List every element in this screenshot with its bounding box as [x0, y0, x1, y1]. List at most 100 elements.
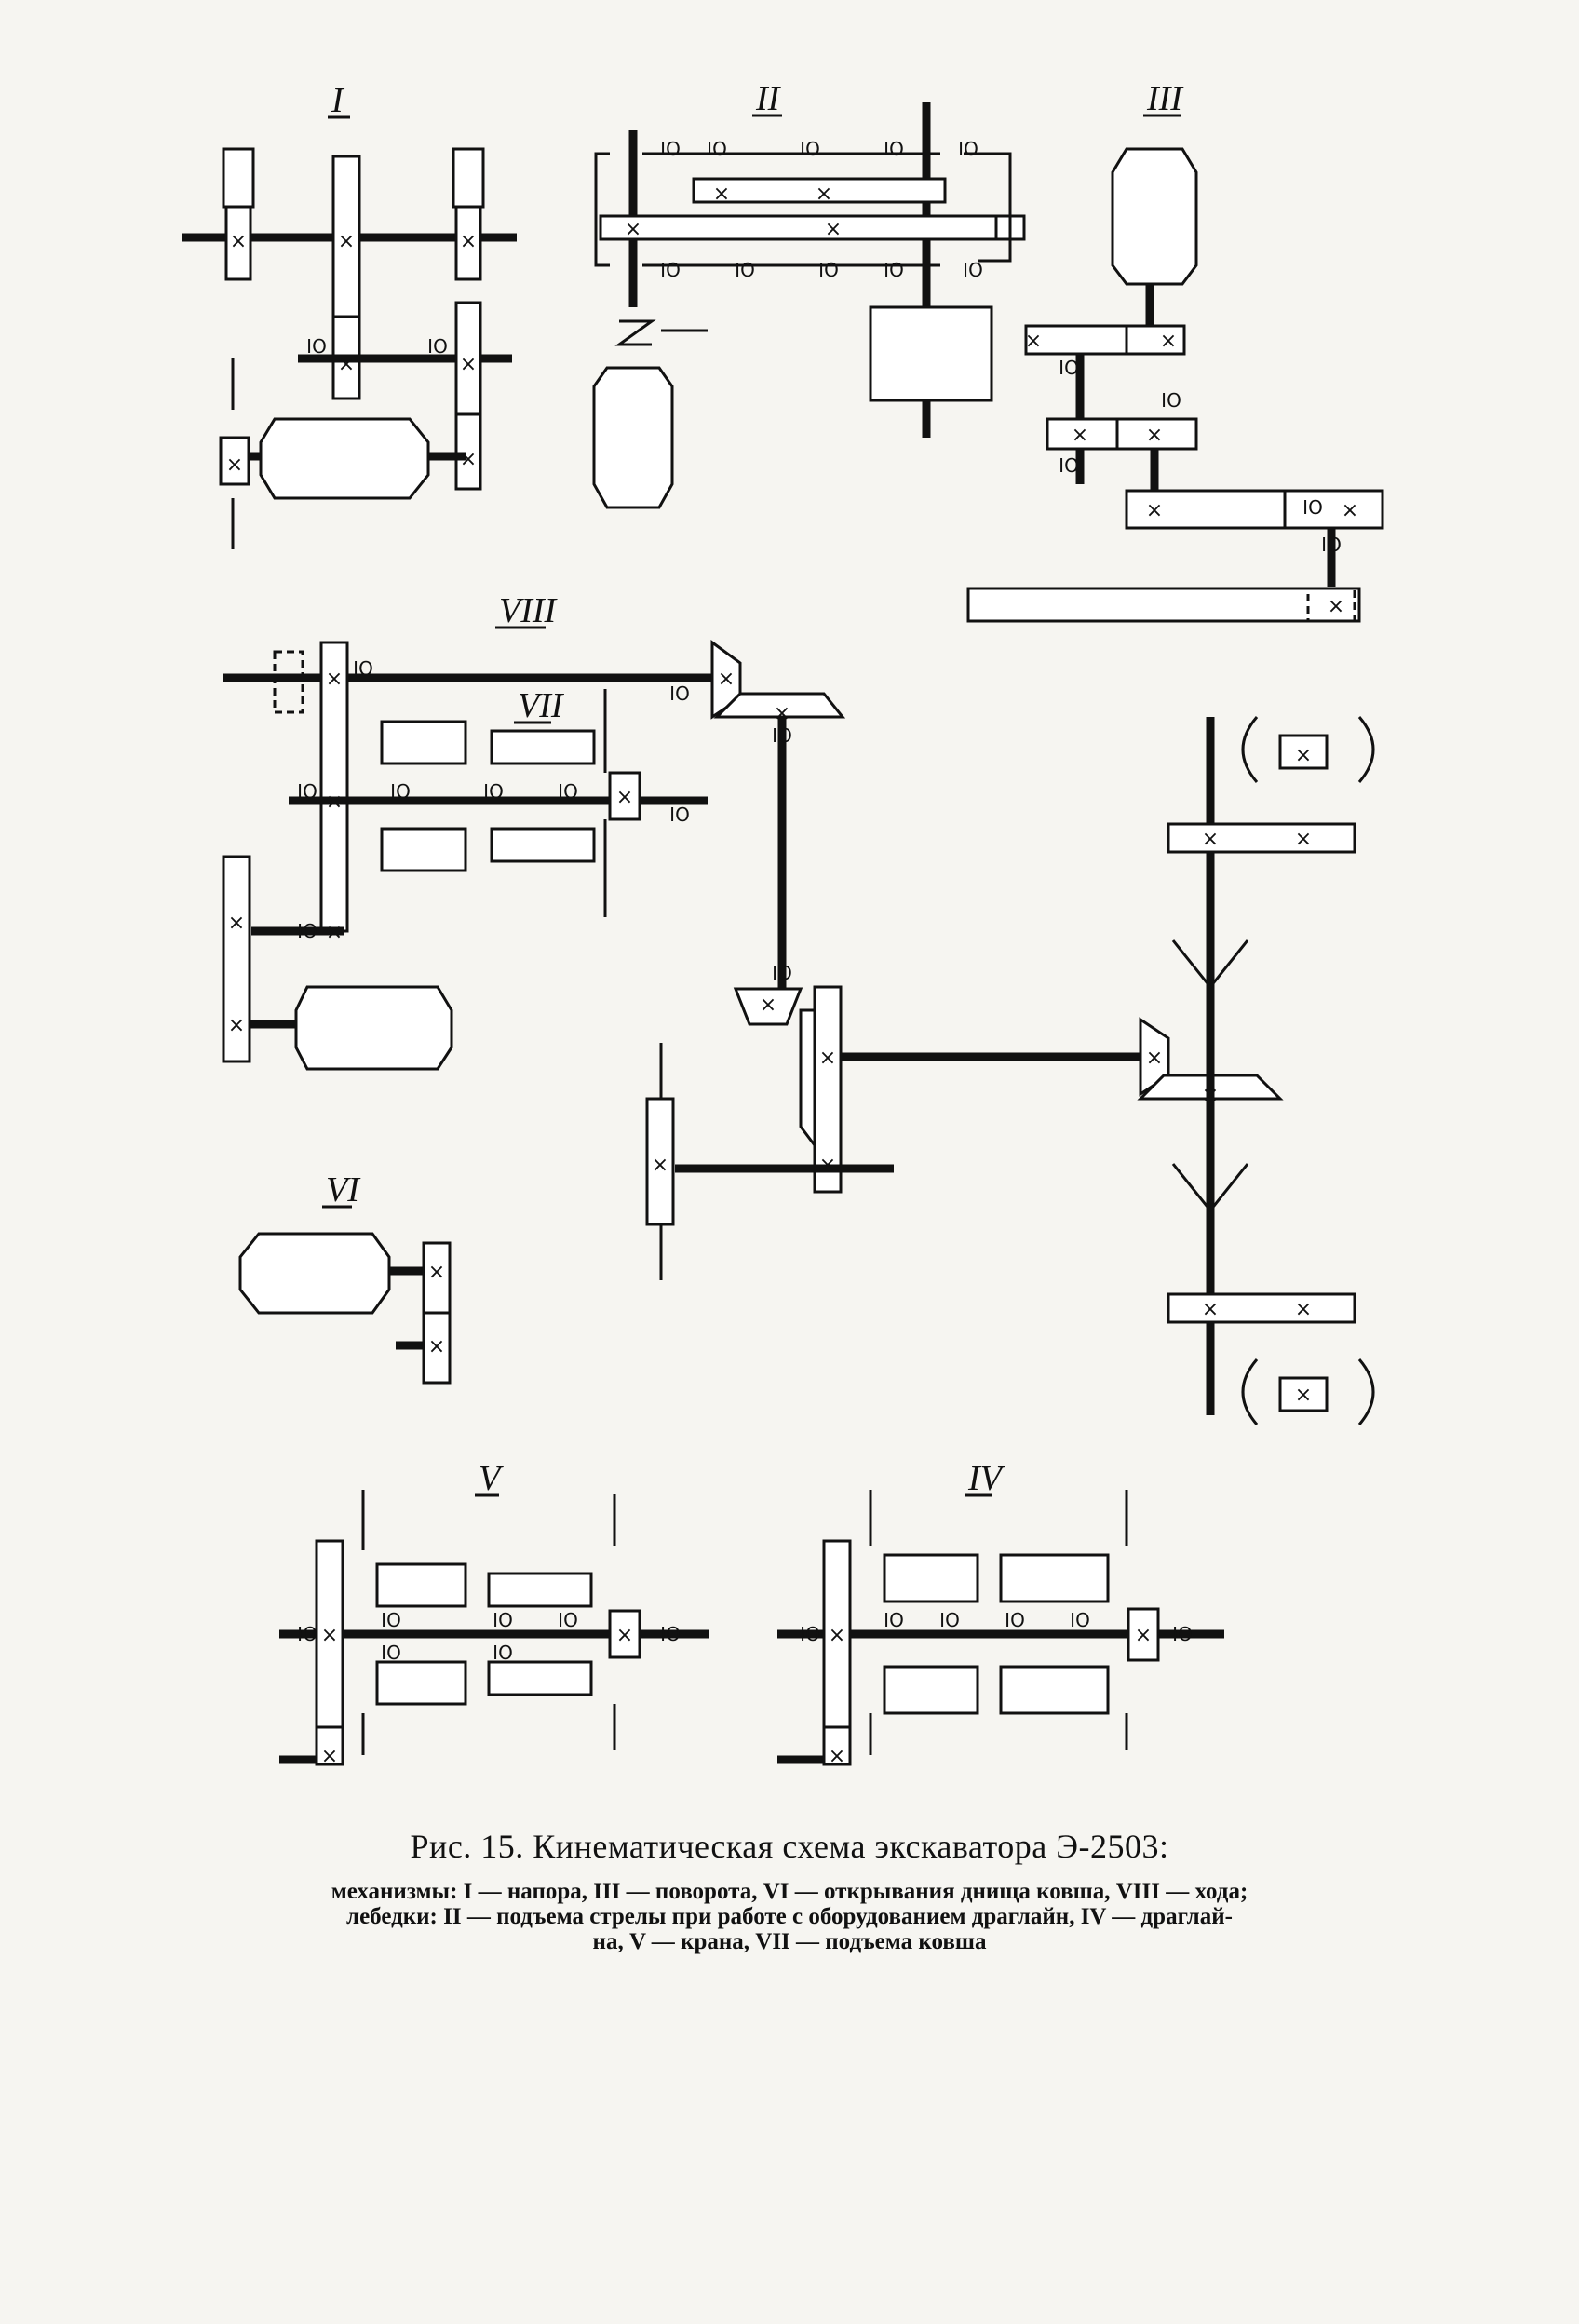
gear-mark: ×	[228, 1014, 245, 1037]
bearing-marks: ІО ІО ІО ІО ІО ІО ІО ІО ІО ІО ІО ІО ІО ІО ІО ІО ІО ІО ІО ІО…	[297, 138, 1342, 1664]
bearing-mark: ІО	[772, 724, 792, 747]
gear-mark: ×	[338, 230, 355, 253]
gear-mark: ×	[625, 218, 641, 241]
bearing-mark: ІО	[297, 920, 317, 942]
gear-mark: ×	[1295, 1384, 1312, 1407]
gear-mark: ×	[760, 993, 776, 1017]
bearing-mark: ІО	[297, 1623, 317, 1645]
gear-mark: ×	[1072, 424, 1088, 447]
bearing-mark: ІО	[493, 1609, 513, 1631]
gear-mark: ×	[321, 1745, 338, 1768]
caption-line-1: механизмы: I — напора, III — поворота, V…	[331, 1879, 1248, 1904]
label-IV: IV	[967, 1459, 1005, 1498]
bearing-mark: ІО	[939, 1609, 960, 1631]
bearing-mark: ІО	[884, 259, 904, 281]
bearing-mark: ІО	[772, 962, 792, 984]
bearing-mark: ІО	[381, 1609, 401, 1631]
gear-mark: ×	[718, 668, 735, 691]
bearing-mark: ІО	[669, 682, 690, 705]
bearing-mark: ІО	[958, 138, 978, 160]
bearing-mark: ІО	[297, 780, 317, 803]
travel-gearbox	[645, 985, 1145, 1280]
label-I: I	[331, 81, 345, 120]
bearing-mark: ІО	[1005, 1609, 1025, 1631]
mechanism-III: III	[966, 79, 1384, 623]
bearing-mark: ІО	[1302, 496, 1323, 519]
gear-mark: ×	[713, 182, 730, 206]
figure-caption: Рис. 15. Кинематическая схема экскаватор…	[0, 1827, 1579, 1954]
gear-mark: ×	[774, 702, 790, 725]
gear-mark: ×	[338, 353, 355, 376]
gear-mark: ×	[226, 453, 243, 477]
gear-mark: ×	[1342, 499, 1358, 522]
gear-mark: ×	[1328, 595, 1344, 618]
bearing-mark: ІО	[669, 804, 690, 826]
gear-mark: ×	[1202, 1084, 1219, 1107]
gear-mark: ×	[819, 1047, 836, 1070]
gear-mark: ×	[321, 1624, 338, 1647]
bearing-mark: ІО	[800, 1623, 820, 1645]
bearing-mark: ІО	[735, 259, 755, 281]
bearing-mark: ІО	[306, 335, 327, 358]
label-VI: VI	[326, 1170, 361, 1209]
bearing-mark: ІО	[1070, 1609, 1090, 1631]
bearing-mark: ІО	[818, 259, 839, 281]
label-III: III	[1146, 79, 1184, 118]
bearing-mark: ІО	[483, 780, 504, 803]
gear-mark: ×	[1295, 1298, 1312, 1321]
gear-mark: ×	[230, 230, 247, 253]
gear-mark: ×	[616, 1624, 633, 1647]
bearing-mark: ІО	[381, 1642, 401, 1664]
mechanism-VII: VII	[380, 686, 641, 917]
mechanism-IV: IV	[777, 1459, 1224, 1766]
bearing-mark: ІО	[353, 657, 373, 680]
gear-mark: ×	[652, 1154, 668, 1177]
label-VIII: VIII	[499, 591, 559, 630]
gear-marks: × × × × × × × × × × × × × × × × × × × × × × × × × × × × × × × × × × × × × × × ×…	[226, 182, 1358, 1768]
label-II: II	[755, 79, 782, 118]
gear-mark: ×	[1160, 330, 1177, 353]
bearing-mark: ІО	[493, 1642, 513, 1664]
bearing-mark: ІО	[390, 780, 411, 803]
label-VII: VII	[518, 686, 565, 725]
bearing-mark: ІО	[800, 138, 820, 160]
bearing-mark: ІО	[660, 1623, 681, 1645]
gear-mark: ×	[825, 218, 842, 241]
mechanism-II: II	[592, 79, 1026, 509]
gear-mark: ×	[616, 786, 633, 809]
bearing-mark: ІО	[558, 1609, 578, 1631]
bearing-mark: ІО	[963, 259, 983, 281]
bearing-mark: ІО	[427, 335, 448, 358]
gear-mark: ×	[1146, 1047, 1163, 1070]
bearing-mark: ІО	[1172, 1623, 1193, 1645]
gear-mark: ×	[1135, 1624, 1152, 1647]
caption-line-3: на, V — крана, VII — подъема ковша	[592, 1929, 987, 1954]
gear-mark: ×	[228, 912, 245, 935]
bearing-mark: ІО	[660, 138, 681, 160]
bearing-mark: ІО	[1059, 454, 1079, 477]
bearing-mark: ІО	[707, 138, 727, 160]
bearing-mark: ІО	[884, 1609, 904, 1631]
bearing-mark: ІО	[1321, 534, 1342, 556]
gear-mark: ×	[460, 353, 477, 376]
gear-mark: ×	[428, 1335, 445, 1358]
gear-mark: ×	[1146, 424, 1163, 447]
gear-mark: ×	[816, 182, 832, 206]
gear-mark: ×	[326, 790, 343, 814]
gear-mark: ×	[460, 448, 477, 471]
caption-title: Рис. 15. Кинематическая схема экскаватор…	[410, 1828, 1169, 1865]
kinematic-scheme: I II III	[182, 79, 1384, 1768]
caption-line-2: лебедки: II — подъема стрелы при работе …	[346, 1904, 1233, 1929]
gear-mark: ×	[326, 921, 343, 944]
gear-mark: ×	[1295, 744, 1312, 767]
gear-mark: ×	[1295, 828, 1312, 851]
gear-mark: ×	[829, 1745, 845, 1768]
gear-mark: ×	[1202, 1298, 1219, 1321]
gear-mark: ×	[1146, 499, 1163, 522]
gear-mark: ×	[428, 1261, 445, 1284]
mechanism-V: V	[279, 1459, 709, 1766]
gear-mark: ×	[829, 1624, 845, 1647]
gear-mark: ×	[1025, 330, 1042, 353]
mechanism-VI: VI	[238, 1170, 452, 1385]
bearing-mark: ІО	[660, 259, 681, 281]
